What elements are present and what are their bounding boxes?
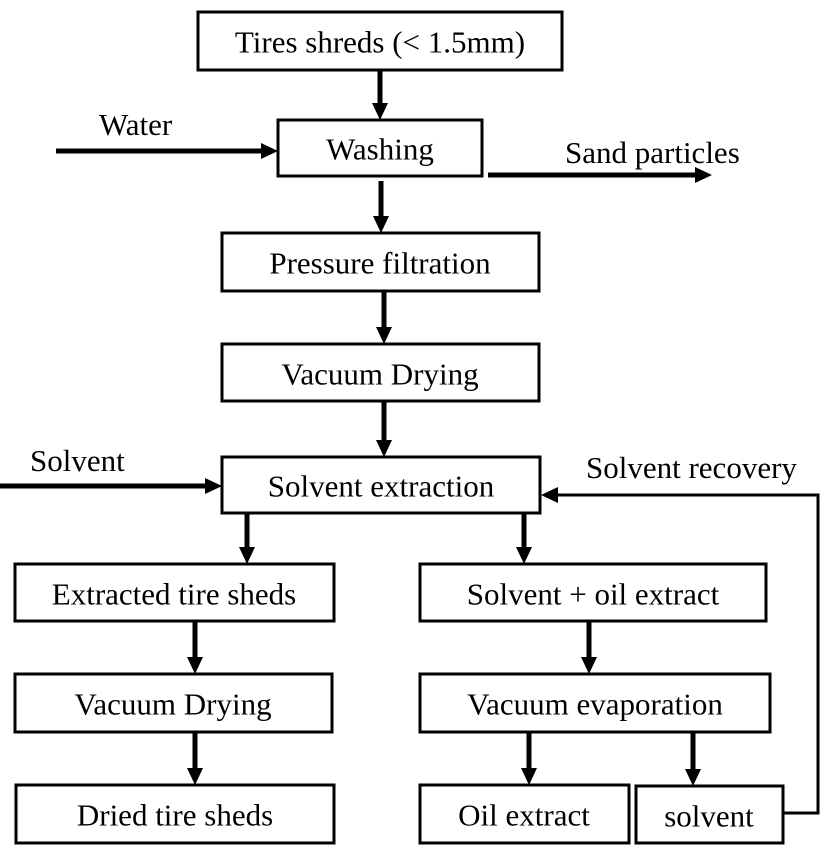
node-pressure-filtration: Pressure filtration (220, 231, 541, 293)
node-solvent-oil-extract: Solvent + oil extract (418, 562, 768, 623)
arrow-washing-to-filtration (373, 181, 389, 233)
node-dried-tire-sheds: Dried tire sheds (14, 783, 336, 845)
node-washing-label: Washing (326, 132, 434, 167)
node-solvent: solvent (634, 784, 785, 845)
arrow-water-to-washing (56, 143, 278, 159)
node-extracted-tire-sheds: Extracted tire sheds (13, 562, 336, 623)
arrow-tires-to-washing (372, 70, 388, 120)
arrow-extraction-to-extracted-sheds (239, 513, 255, 564)
arrow-solvent-oil-to-evaporation (581, 621, 597, 674)
arrow-solvent-recovery-loop (541, 487, 820, 815)
arrow-washing-to-sand (488, 167, 712, 183)
node-vacuum-drying-2-label: Vacuum Drying (74, 687, 271, 722)
arrow-evaporation-to-solvent (685, 732, 701, 786)
node-pressure-filtration-label: Pressure filtration (269, 246, 491, 281)
node-vacuum-drying-1-label: Vacuum Drying (281, 357, 478, 392)
node-vacuum-drying-1: Vacuum Drying (220, 342, 541, 403)
node-tires-shreds-label: Tires shreds (< 1.5mm) (235, 25, 525, 60)
node-solvent-extraction-label: Solvent extraction (268, 469, 495, 504)
arrow-extraction-to-solvent-oil (516, 513, 532, 564)
arrow-drying-to-extraction (376, 401, 392, 457)
node-tires-shreds: Tires shreds (< 1.5mm) (196, 10, 564, 72)
node-dried-tire-sheds-label: Dried tire sheds (77, 798, 273, 833)
node-vacuum-evaporation-label: Vacuum evaporation (467, 687, 723, 722)
label-water: Water (99, 107, 173, 142)
arrow-filtration-to-drying (376, 291, 392, 344)
node-solvent-extraction: Solvent extraction (220, 455, 542, 515)
label-solvent-input: Solvent (30, 443, 125, 478)
node-solvent-oil-extract-label: Solvent + oil extract (467, 577, 720, 612)
arrow-extracted-to-drying (187, 621, 203, 674)
node-oil-extract-label: Oil extract (458, 798, 590, 833)
arrow-drying-to-dried (187, 732, 203, 785)
arrow-solvent-to-extraction (0, 478, 222, 494)
label-sand-particles: Sand particles (565, 135, 740, 170)
node-solvent-label: solvent (664, 799, 754, 834)
node-vacuum-evaporation: Vacuum evaporation (418, 672, 772, 734)
node-oil-extract: Oil extract (418, 783, 631, 845)
label-solvent-recovery: Solvent recovery (586, 450, 797, 485)
node-washing: Washing (276, 118, 484, 178)
node-vacuum-drying-2: Vacuum Drying (13, 672, 334, 734)
node-extracted-tire-sheds-label: Extracted tire sheds (52, 577, 296, 612)
arrow-evaporation-to-oil (521, 732, 537, 785)
